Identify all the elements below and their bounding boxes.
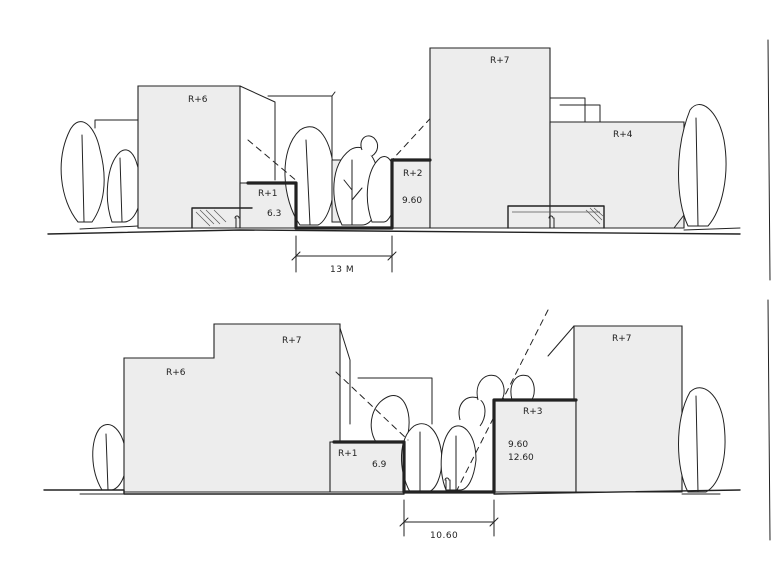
ghost-building-bottom-right <box>547 325 575 401</box>
section-cut-top <box>246 158 432 230</box>
passage-right <box>507 205 605 229</box>
ground-line-bottom <box>43 489 741 495</box>
ghost-building-right <box>549 97 601 123</box>
right-tower <box>429 47 551 229</box>
ghost-building-bottom-left <box>339 327 433 425</box>
passage-left <box>191 207 253 229</box>
label-left-low-height-bottom: 6.9 <box>372 460 387 470</box>
label-left-low: R+1 <box>258 189 278 199</box>
ground-line-top <box>47 229 741 235</box>
label-left-tower-bottom: R+6 <box>166 368 186 378</box>
label-right-tower-bottom: R+7 <box>612 334 632 344</box>
label-right-low-bottom: R+3 <box>523 407 543 417</box>
section-top: R+6 R+1 6.3 R+2 9.60 R+7 <box>47 47 741 275</box>
label-left-tower: R+6 <box>188 95 208 105</box>
section-bottom: R+6 R+7 R+1 6.9 R+3 9.60 12.60 R+7 <box>43 309 741 541</box>
label-left-top-bottom: R+7 <box>282 336 302 346</box>
label-right-low-height: 9.60 <box>402 196 422 206</box>
sheet-edge-mark <box>767 39 771 541</box>
section-cut-bottom <box>332 398 578 494</box>
left-tower-bottom <box>123 323 341 493</box>
dimension-bottom-label: 10.60 <box>430 531 458 541</box>
right-mid-block <box>549 121 685 229</box>
tree-left-bg <box>60 119 141 223</box>
dimension-bottom: 10.60 <box>399 499 499 541</box>
label-right-low-height-2: 12.60 <box>508 453 534 463</box>
right-tower-bottom <box>573 325 683 493</box>
dimension-top: 13 M <box>291 235 397 275</box>
ghost-building-left <box>239 85 336 181</box>
tree-right-bottom <box>678 387 726 493</box>
label-right-tower: R+7 <box>490 56 510 66</box>
tree-left-bottom <box>92 424 127 491</box>
label-left-low-height: 6.3 <box>267 209 281 219</box>
left-tower <box>137 85 241 229</box>
ground-line-top-2 <box>79 225 741 231</box>
dimension-top-label: 13 M <box>330 265 354 275</box>
label-right-mid: R+4 <box>613 130 633 140</box>
label-right-low: R+2 <box>403 169 423 179</box>
label-right-low-height-1: 9.60 <box>508 440 528 450</box>
tree-right-top <box>673 104 727 229</box>
courtyard-trees-bottom <box>370 374 535 493</box>
shadow-line-bottom-left <box>335 371 409 441</box>
label-left-low-bottom: R+1 <box>338 449 358 459</box>
shadow-line-top-left <box>247 139 299 183</box>
courtyard-trees-top <box>284 126 397 226</box>
